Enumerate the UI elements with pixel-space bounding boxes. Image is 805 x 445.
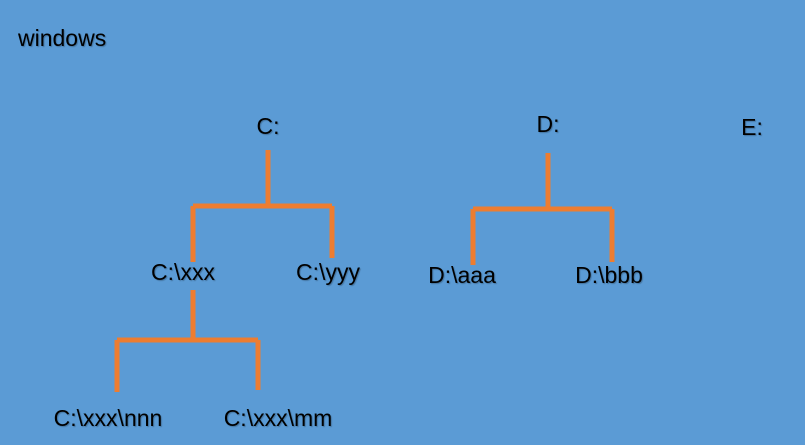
node-c-xxx-mm: C:\xxx\mm	[223, 405, 333, 431]
connector-c-xxx	[114, 290, 261, 392]
node-drive-c: C:	[256, 113, 280, 139]
connector-d-drive	[470, 153, 615, 265]
node-d-bbb: D:\bbb	[575, 262, 643, 288]
diagram-title: windows	[18, 25, 107, 51]
node-drive-e: E:	[741, 114, 763, 140]
node-c-yyy: C:\yyy	[296, 259, 360, 285]
node-c-xxx-nnn: C:\xxx\nnn	[53, 405, 163, 431]
node-c-xxx: C:\xxx	[151, 259, 215, 285]
connector-c-drive	[190, 150, 335, 262]
node-drive-d: D:	[536, 111, 560, 137]
node-d-aaa: D:\aaa	[428, 262, 496, 288]
